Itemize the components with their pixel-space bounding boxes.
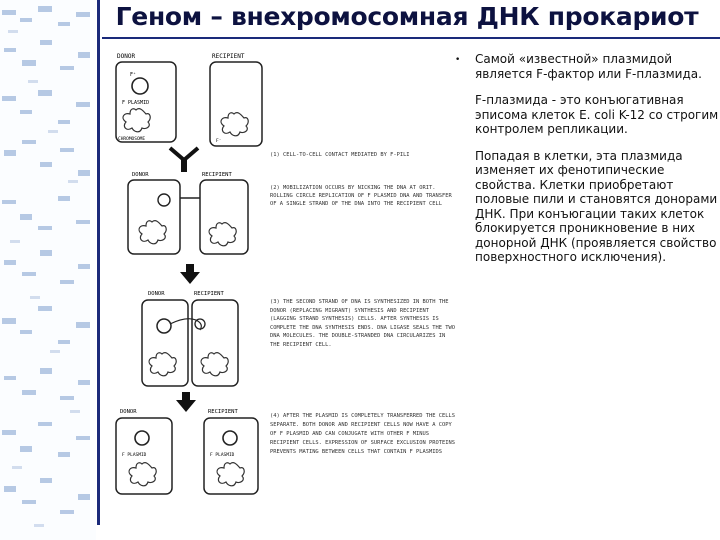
stage3-recipient-cell bbox=[191, 299, 239, 387]
paragraph-1: Самой «известной» плазмидой является F-ф… bbox=[475, 52, 702, 81]
stage1-fplus-label: F⁺ bbox=[130, 72, 136, 78]
caption-4: (4) AFTER THE PLASMID IS COMPLETELY TRAN… bbox=[270, 413, 455, 455]
bullet-marker: • bbox=[455, 55, 461, 65]
title-underline bbox=[102, 37, 720, 39]
stage1-chromosome-label: CHROMOSOME bbox=[118, 136, 145, 142]
stage2-plasmid bbox=[157, 193, 171, 207]
stage3-donor-label: DONOR bbox=[148, 291, 165, 297]
stage3-donor-plasmid bbox=[156, 318, 172, 334]
stage2-recipient-cell bbox=[199, 179, 249, 255]
stage4-donor-fplasmid: F PLASMID bbox=[122, 452, 147, 458]
stage2-recipient-label: RECIPIENT bbox=[202, 172, 232, 178]
vertical-accent-line bbox=[97, 0, 100, 525]
stage2-arrow bbox=[180, 264, 200, 284]
stage1-fminus-label: F⁻ bbox=[216, 138, 222, 144]
stage1-donor-cell bbox=[115, 61, 177, 143]
stage1-merge-stem bbox=[181, 160, 187, 172]
stage4-recipient-fplasmid: F PLASMID bbox=[210, 452, 235, 458]
paragraph-3: Попадая в клетки, эта плазмида изменяет … bbox=[475, 148, 718, 265]
stage3-transfer-strand bbox=[169, 318, 202, 331]
stage1-recipient-label: RECIPIENT bbox=[212, 53, 245, 60]
slide-title: Геном – внехромосомная ДНК прокариот bbox=[115, 2, 699, 31]
stage2-donor-cell bbox=[127, 179, 181, 255]
stage3-arrow bbox=[176, 392, 196, 412]
stage4-donor-cell bbox=[115, 417, 173, 495]
stage1-donor-label: DONOR bbox=[117, 53, 135, 60]
conjugation-diagram: DONOR RECIPIENT F⁺ F PLASMID CHROMOSOME … bbox=[115, 53, 455, 495]
stage4-recipient-plasmid bbox=[222, 430, 238, 446]
stage1-recipient-cell bbox=[209, 61, 263, 147]
stage4-donor-plasmid bbox=[134, 430, 150, 446]
stage4-recipient-label: RECIPIENT bbox=[208, 409, 238, 415]
paragraph-2: F-плазмида - это конъюгативная эписома к… bbox=[475, 93, 719, 136]
caption-3: (3) THE SECOND STRAND OF DNA IS SYNTHESI… bbox=[270, 299, 455, 348]
stage3-recipient-label: RECIPIENT bbox=[194, 291, 224, 297]
stage1-fplasmid-label: F PLASMID bbox=[122, 100, 149, 106]
gel-bands-graphic bbox=[2, 6, 90, 527]
stage4-recipient-cell bbox=[203, 417, 259, 495]
stage2-donor-label: DONOR bbox=[132, 172, 149, 178]
stage4-donor-label: DONOR bbox=[120, 409, 137, 415]
decorative-gel-stripe bbox=[0, 0, 96, 540]
stage1-plasmid bbox=[131, 77, 149, 95]
stage3-recipient-plasmid bbox=[194, 318, 206, 330]
stage1-merge-arrow bbox=[168, 146, 200, 163]
text-column: Самой «известной» плазмидой является F-ф… bbox=[475, 52, 720, 277]
caption-1: (1) CELL-TO-CELL CONTACT MEDIATED BY F-P… bbox=[270, 152, 410, 158]
stage3-donor-cell bbox=[141, 299, 189, 387]
caption-2: (2) MOBILIZATION OCCURS BY NICKING THE D… bbox=[270, 185, 452, 207]
